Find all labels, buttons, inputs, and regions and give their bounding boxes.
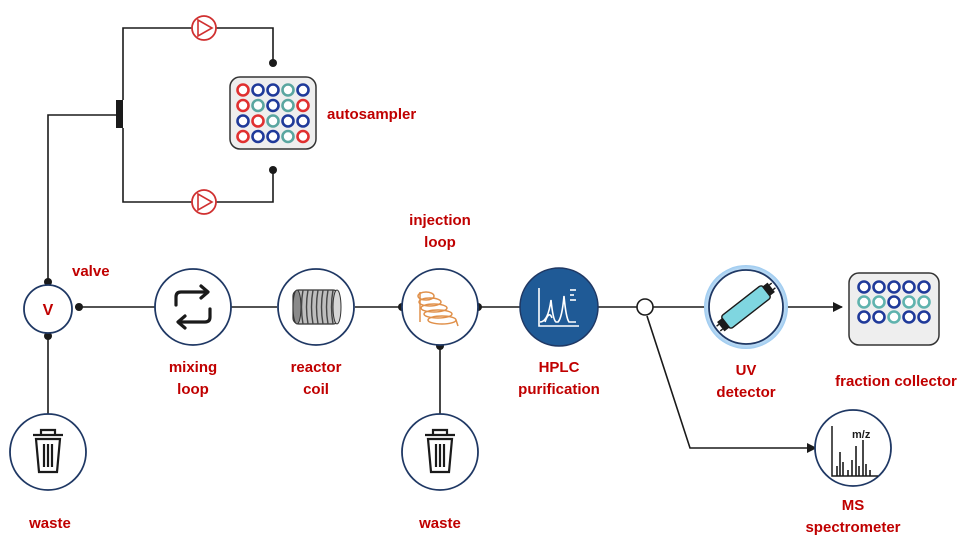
sample-well — [296, 83, 310, 97]
sample-well — [296, 98, 310, 113]
hplc-label-1: HPLC — [539, 359, 580, 376]
sample-well — [917, 310, 931, 324]
sample-well — [296, 114, 310, 128]
pump-bottom[interactable] — [191, 189, 217, 215]
flow-splitter — [636, 298, 654, 316]
autosampler[interactable] — [229, 76, 317, 150]
ms-spectrometer[interactable]: m/z — [814, 409, 892, 487]
sample-well — [266, 114, 280, 128]
uv-label-1: UV — [736, 362, 757, 379]
fraction-collector[interactable] — [848, 272, 940, 346]
mixing-label-2: loop — [177, 381, 209, 398]
connection-lines — [47, 27, 707, 414]
sample-well — [902, 280, 916, 294]
hplc-label-2: purification — [518, 381, 600, 398]
fraction-collector-label: fraction collector — [835, 373, 957, 390]
sample-well — [236, 129, 250, 144]
sample-well — [236, 83, 250, 97]
ms-axis-label: m/z — [852, 429, 871, 441]
fraction-collector-rack-icon — [848, 272, 940, 346]
sample-well — [872, 310, 886, 324]
waste-left-label: waste — [28, 515, 71, 532]
sample-well — [251, 83, 265, 97]
autosampler-wells — [236, 83, 310, 144]
waste-left[interactable] — [9, 413, 87, 491]
injection-label-2: loop — [424, 234, 456, 251]
injection-loop-icon — [417, 291, 459, 327]
sample-well — [872, 295, 886, 309]
sample-well — [251, 114, 265, 128]
sample-well — [281, 98, 295, 113]
sample-well — [917, 295, 931, 309]
valve-label: valve — [72, 263, 110, 280]
pump-top[interactable] — [191, 15, 217, 41]
sample-well — [251, 98, 265, 113]
reactor-label-2: coil — [303, 381, 329, 398]
sample-well — [281, 83, 295, 97]
injection-label-1: injection — [409, 212, 471, 229]
sample-well — [236, 114, 250, 128]
reactor-label-1: reactor — [291, 359, 342, 376]
trash-can-icon — [425, 428, 455, 474]
line-bottom-loop — [122, 128, 195, 203]
sample-well — [917, 280, 931, 294]
line-top-pump-to-sampler — [213, 27, 274, 63]
sample-well — [902, 310, 916, 324]
sample-well — [857, 280, 871, 294]
valve-icon — [23, 284, 73, 334]
autosampler-label: autosampler — [327, 106, 416, 123]
sample-well — [266, 98, 280, 113]
mixing-label-1: mixing — [169, 359, 217, 376]
ms-label-1: MS — [842, 497, 865, 514]
ms-label-2: spectrometer — [805, 519, 900, 536]
sample-well — [266, 83, 280, 97]
connection-dots — [44, 59, 482, 350]
reactor-coil[interactable] — [277, 268, 355, 346]
sample-well — [887, 280, 901, 294]
sample-well — [266, 129, 280, 144]
sample-well — [857, 295, 871, 309]
uv-label-2: detector — [716, 384, 775, 401]
trash-can-icon — [33, 428, 63, 474]
waste-middle[interactable] — [401, 413, 479, 491]
sample-well — [281, 114, 295, 128]
valve[interactable]: V — [23, 284, 73, 334]
sample-well — [872, 280, 886, 294]
sample-well — [902, 295, 916, 309]
injection-loop[interactable] — [401, 268, 479, 346]
sample-well — [251, 129, 265, 144]
sample-well — [236, 98, 250, 113]
waste-middle-label: waste — [418, 515, 461, 532]
valve-letter: V — [43, 302, 54, 319]
line-bottom-pump-to-sampler — [213, 170, 274, 203]
hplc[interactable] — [519, 267, 599, 347]
tee-junction — [116, 100, 123, 128]
sample-well — [857, 310, 871, 324]
mixing-loop-icon — [174, 284, 212, 330]
sample-well — [887, 295, 901, 309]
hplc-chromatogram-icon — [538, 288, 579, 327]
reactor-coil-icon — [292, 289, 342, 325]
line-tee-to-valve — [47, 114, 117, 282]
uv-detector[interactable] — [704, 265, 788, 349]
ms-spectrum-icon — [831, 426, 878, 477]
line-top-loop — [122, 27, 195, 100]
arrow-splitter-to-ms — [646, 315, 817, 453]
sample-well — [887, 310, 901, 324]
uv-detector-icon — [716, 282, 776, 332]
sample-well — [281, 129, 295, 144]
fraction-collector-wells — [857, 280, 931, 324]
sample-well — [296, 129, 310, 144]
autosampler-rack-icon — [229, 76, 317, 150]
mixing-loop[interactable] — [154, 268, 232, 346]
